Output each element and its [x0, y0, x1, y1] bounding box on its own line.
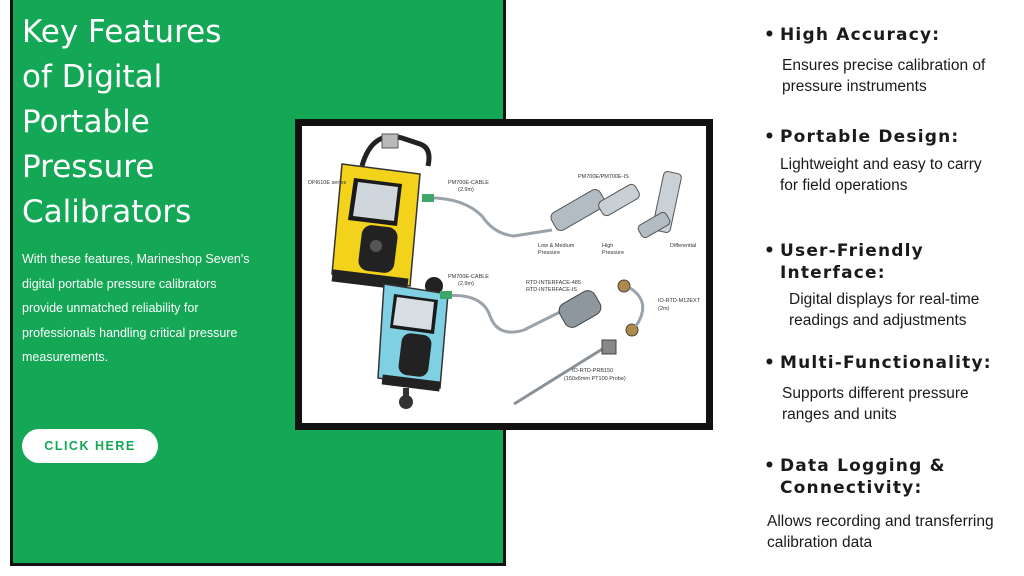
label-cable-bottom-length: (2.9m)	[458, 281, 474, 287]
desc-line: Lightweight and easy to carry	[780, 156, 982, 173]
title-line: of Digital	[22, 59, 163, 95]
feature-user-friendly-interface: •User-Friendly Interface: Digital displa…	[762, 240, 1024, 331]
title-line: Pressure	[22, 149, 155, 185]
desc-line: pressure instruments	[782, 77, 927, 95]
intro-line: provide unmatched reliability for	[22, 301, 199, 315]
label-rtd-is: RTD-INTERFACE-IS	[526, 287, 577, 293]
intro-line: digital portable pressure calibrators	[22, 276, 217, 291]
click-here-button[interactable]: CLICK HERE	[22, 429, 158, 463]
title-line: Key Features	[22, 14, 222, 50]
feature-title-text: Data Logging &	[780, 456, 946, 476]
label-series: DPI610E series	[308, 180, 346, 186]
label-m12ext-length: (2m)	[658, 306, 669, 312]
rtd-probe	[513, 279, 645, 406]
label-rtd-485: RTD-INTERFACE-485	[526, 280, 581, 286]
label-low-medium: Low & Medium	[538, 243, 575, 249]
title-line: Portable	[22, 104, 150, 140]
feature-portable-design: •Portable Design: Lightweight and easy t…	[762, 126, 982, 196]
desc-line: Digital displays for real-time	[789, 291, 980, 308]
label-cable-top: PM700E-CABLE	[448, 180, 489, 186]
feature-high-accuracy: •High Accuracy: Ensures precise calibrat…	[762, 24, 985, 97]
top-cable	[421, 196, 553, 238]
feature-title: •Data Logging &Connectivity:	[762, 455, 994, 499]
intro-line: professionals handling critical pressure	[22, 325, 238, 340]
label-probe: IO-RTD-PRB150	[572, 368, 613, 374]
desc-line: for field operations	[780, 176, 908, 194]
intro-line: measurements.	[22, 350, 109, 364]
feature-description: Digital displays for real-time readings a…	[789, 290, 1024, 331]
label-pressure-a: Pressure	[538, 250, 560, 256]
intro-line: With these features, Marineshop Seven's	[22, 252, 250, 266]
bullet-icon: •	[764, 241, 777, 261]
desc-line: readings and adjustments	[789, 311, 967, 329]
feature-title: •Portable Design:	[762, 126, 982, 148]
calibrator-kit-image: DPI610E series PM700E-CABLE (2.9m) PM700…	[302, 126, 706, 423]
feature-title-text: Connectivity:	[780, 478, 923, 498]
intro-paragraph: With these features, Marineshop Seven's …	[22, 247, 262, 370]
hero-text: Key Features of Digital Portable Pressur…	[22, 10, 272, 370]
label-modules: PM700E/PM700E-IS	[578, 174, 629, 180]
desc-line: Supports different pressure	[782, 385, 969, 402]
desc-line: calibration data	[767, 533, 873, 551]
feature-title-text: Portable Design:	[780, 127, 960, 147]
label-m12ext: IO-RTD-M12EXT	[658, 298, 701, 304]
page-title: Key Features of Digital Portable Pressur…	[22, 10, 272, 235]
label-cable-top-length: (2.9m)	[458, 187, 474, 193]
bullet-icon: •	[764, 25, 777, 45]
yellow-calibrator-device	[331, 133, 432, 291]
bottom-cable	[441, 293, 561, 334]
features-list: •High Accuracy: Ensures precise calibrat…	[762, 0, 1024, 576]
product-image-frame: DPI610E series PM700E-CABLE (2.9m) PM700…	[295, 119, 713, 430]
feature-title-text: User-Friendly Interface:	[780, 241, 924, 283]
label-probe-spec: (150x6mm PT100 Probe)	[564, 376, 626, 382]
feature-description: Lightweight and easy to carry for field o…	[780, 155, 982, 196]
desc-line: Allows recording and transferring	[767, 513, 994, 530]
feature-title: •User-Friendly Interface:	[762, 240, 1024, 284]
feature-data-logging: •Data Logging &Connectivity: Allows reco…	[762, 455, 994, 553]
feature-multi-functionality: •Multi-Functionality: Supports different…	[762, 352, 992, 425]
bullet-icon: •	[764, 456, 777, 476]
label-pressure-b: Pressure	[602, 250, 624, 256]
feature-description: Ensures precise calibration of pressure i…	[782, 56, 985, 97]
feature-title: •Multi-Functionality:	[762, 352, 992, 374]
feature-title-text: Multi-Functionality:	[780, 353, 992, 373]
bullet-icon: •	[764, 353, 777, 373]
feature-title-text: High Accuracy:	[780, 25, 941, 45]
desc-line: ranges and units	[782, 405, 897, 423]
label-differential: Differential	[670, 243, 696, 249]
feature-description: Supports different pressure ranges and un…	[782, 384, 992, 425]
bullet-icon: •	[764, 127, 777, 147]
desc-line: Ensures precise calibration of	[782, 57, 986, 74]
title-line: Calibrators	[22, 194, 192, 230]
blue-calibrator-device	[377, 277, 449, 409]
pressure-modules	[550, 171, 682, 239]
feature-title: •High Accuracy:	[762, 24, 985, 46]
feature-description: Allows recording and transferring calibra…	[767, 512, 994, 553]
label-high: High	[602, 243, 613, 249]
label-cable-bottom: PM700E-CABLE	[448, 274, 489, 280]
